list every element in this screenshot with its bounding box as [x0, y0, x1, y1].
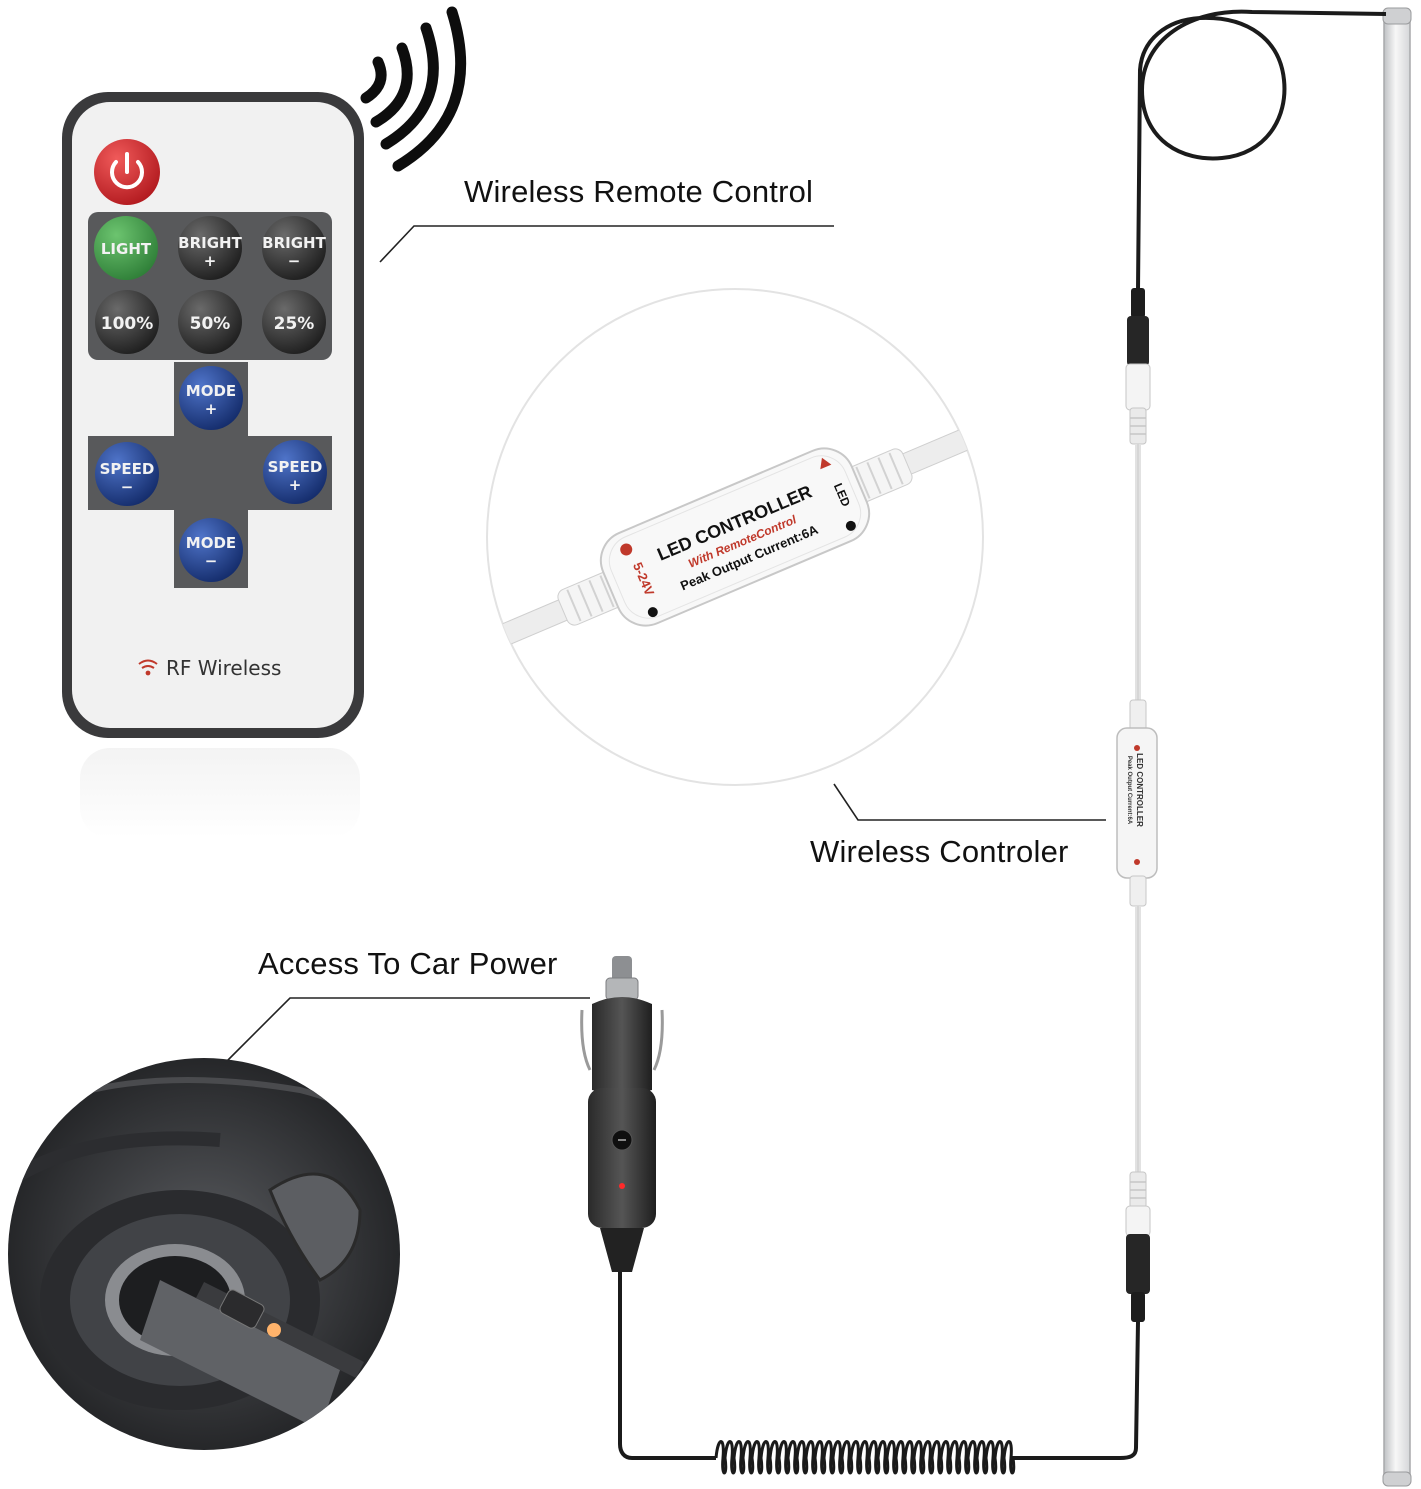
mode-minus-sign: −: [205, 552, 218, 570]
inline-controller: LED CONTROLLER Peak Output Current:6A: [1116, 699, 1158, 907]
speed-plus-sign: +: [289, 476, 302, 494]
brightness-50-label: 50%: [190, 314, 231, 334]
speed-minus-label: SPEED: [100, 460, 155, 478]
wifi-icon: [138, 659, 158, 676]
lower-dc-connector: [1125, 1171, 1151, 1322]
car-socket-photo: [8, 1058, 400, 1450]
brightness-100-label: 100%: [101, 314, 154, 334]
svg-text:Peak Output Current:6A: Peak Output Current:6A: [1126, 756, 1132, 825]
remote-callout: Wireless Remote Control: [464, 174, 814, 209]
mode-plus-sign: +: [205, 400, 218, 418]
speed-minus-sign: −: [121, 478, 134, 496]
power-callout: Access To Car Power: [258, 946, 558, 981]
mode-plus-button[interactable]: MODE +: [179, 366, 243, 430]
rf-wireless-label: RF Wireless: [166, 656, 281, 680]
light-label: LIGHT: [101, 240, 152, 258]
brightness-25-label: 25%: [274, 314, 315, 334]
power-button[interactable]: [94, 139, 160, 205]
leader-lines: [225, 225, 1106, 1063]
mode-minus-button[interactable]: MODE −: [179, 518, 243, 582]
bright-plus-button[interactable]: BRIGHT +: [178, 216, 243, 280]
controller-callout: Wireless Controler: [810, 834, 1069, 869]
controller-zoom: LED CONTROLLER With RemoteControl Peak O…: [486, 288, 1002, 786]
power-icon: [110, 160, 144, 190]
bright-minus-button[interactable]: BRIGHT −: [262, 216, 327, 280]
power-cable: [618, 1270, 1140, 1460]
svg-text:LED CONTROLLER: LED CONTROLLER: [1135, 753, 1144, 827]
car-plug: [580, 956, 664, 1272]
brightness-50-button[interactable]: 50%: [178, 290, 242, 354]
remote-buttons: LIGHT BRIGHT + BRIGHT − 100% 50% 25% MOD…: [94, 139, 327, 680]
led-light-bar: [1382, 7, 1412, 1487]
speed-plus-label: SPEED: [268, 458, 323, 476]
mode-plus-label: MODE: [186, 382, 236, 400]
brightness-25-button[interactable]: 25%: [262, 290, 326, 354]
bright-plus-label: BRIGHT: [178, 234, 242, 252]
brightness-100-button[interactable]: 100%: [95, 290, 159, 354]
light-button[interactable]: LIGHT: [94, 216, 158, 280]
bright-plus-sign: +: [204, 252, 217, 270]
signal-icon: [360, 6, 467, 172]
bright-minus-sign: −: [288, 252, 301, 270]
speed-plus-button[interactable]: SPEED +: [263, 440, 327, 504]
speed-minus-button[interactable]: SPEED −: [95, 442, 159, 506]
mode-minus-label: MODE: [186, 534, 236, 552]
coiled-cord: [714, 1440, 1016, 1475]
upper-dc-connector: [1125, 288, 1151, 445]
bright-minus-label: BRIGHT: [262, 234, 326, 252]
bar-cable: [1136, 9, 1387, 291]
